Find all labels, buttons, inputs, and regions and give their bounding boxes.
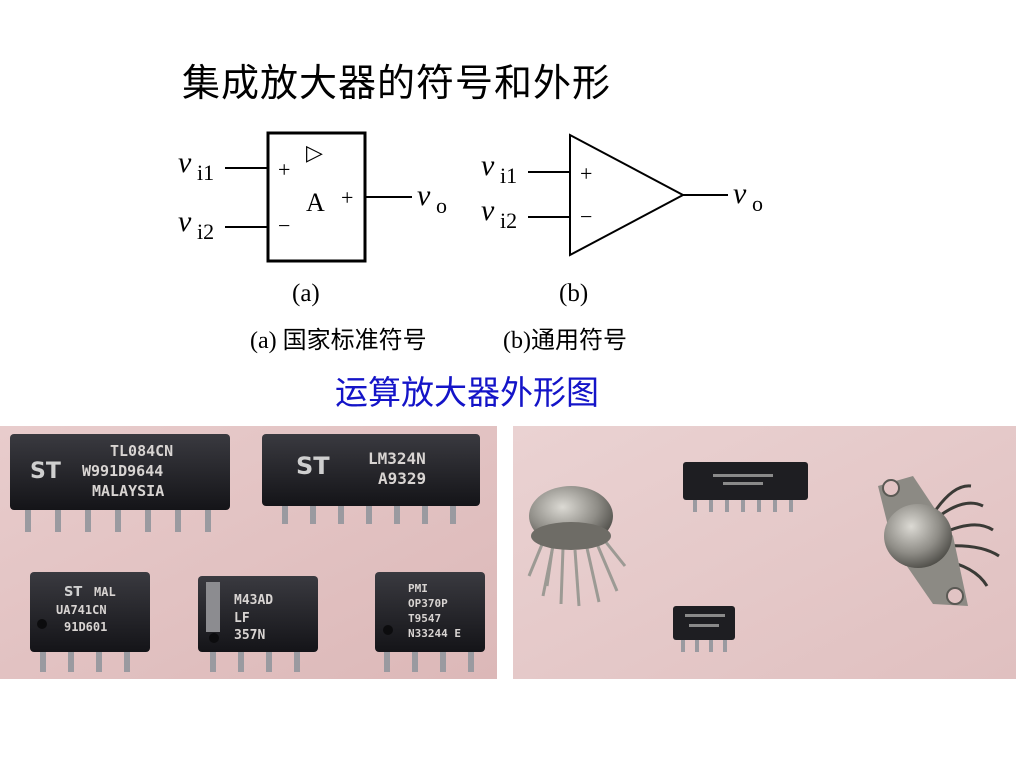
svg-text:PMI: PMI [408, 582, 428, 595]
symbol-b-output-sub: o [752, 191, 763, 216]
svg-text:MAL: MAL [94, 585, 116, 599]
photo-opamp-packages [513, 426, 1016, 679]
symbol-b: v i1 v i2 + − v o [481, 133, 763, 257]
photo-dip-chips: ST TL084CN W991D9644 MALAYSIA ST LM324N … [0, 426, 497, 679]
symbol-a-input2-sub: i2 [197, 219, 214, 244]
slide-subtitle: 运算放大器外形图 [335, 373, 599, 412]
svg-text:UA741CN: UA741CN [56, 603, 107, 617]
symbol-b-triangle [569, 133, 686, 257]
chip-lm324n: ST LM324N A9329 [262, 434, 480, 524]
symbol-b-input2-sub: i2 [500, 208, 517, 233]
small-dip14-package [683, 462, 808, 512]
svg-text:ST: ST [64, 585, 82, 600]
symbol-b-minus: − [580, 204, 592, 229]
caption-a: (a) 国家标准符号 [250, 328, 427, 354]
svg-text:ST: ST [296, 452, 330, 480]
chip-op370p: PMI OP370P T9547 N33244 E [375, 572, 485, 672]
symbol-a-output-sub: o [436, 193, 447, 218]
slide-title: 集成放大器的符号和外形 [182, 61, 612, 105]
svg-text:M43AD: M43AD [234, 593, 273, 608]
symbol-b-output-v: v [733, 177, 747, 210]
symbol-a-output-v: v [417, 179, 431, 212]
symbol-a-out-plus: + [341, 185, 353, 210]
symbol-a: v i1 v i2 + − ▷ A + v o [178, 131, 447, 263]
svg-text:91D601: 91D601 [64, 620, 107, 634]
svg-text:LM324N: LM324N [368, 449, 426, 468]
symbol-b-input1-v: v [481, 149, 495, 182]
symbol-a-input2-v: v [178, 205, 192, 238]
metal-can-package [527, 486, 627, 607]
symbol-a-label: (a) [292, 280, 320, 307]
symbol-a-input1-v: v [178, 146, 192, 179]
svg-text:OP370P: OP370P [408, 597, 448, 610]
svg-text:357N: 357N [234, 628, 265, 643]
opamp-symbols-diagram: v i1 v i2 + − ▷ A + v o v i1 v i2 + − v … [178, 131, 763, 263]
svg-text:ST: ST [30, 459, 61, 484]
symbol-b-plus: + [580, 161, 592, 186]
chip-ua741cn: ST MAL UA741CN 91D601 [30, 572, 150, 672]
svg-text:A9329: A9329 [378, 469, 426, 488]
symbol-b-label: (b) [559, 280, 589, 307]
symbol-b-input2-v: v [481, 194, 495, 227]
chip-lf357n: M43AD LF 357N [198, 576, 318, 672]
symbol-a-minus: − [278, 213, 290, 238]
svg-text:LF: LF [234, 611, 250, 626]
svg-text:N33244 E: N33244 E [408, 627, 461, 640]
svg-text:TL084CN: TL084CN [110, 442, 173, 460]
flange-can-package [878, 476, 1000, 606]
svg-text:W991D9644: W991D9644 [82, 462, 163, 480]
triangle-icon: ▷ [306, 141, 323, 166]
svg-text:MALAYSIA: MALAYSIA [92, 482, 164, 500]
svg-text:T9547: T9547 [408, 612, 441, 625]
symbol-b-input1-sub: i1 [500, 163, 517, 188]
caption-b: (b)通用符号 [503, 328, 627, 354]
symbol-a-gain: A [306, 188, 325, 217]
chip-tl084cn: ST TL084CN W991D9644 MALAYSIA [10, 434, 230, 532]
symbol-a-input1-sub: i1 [197, 160, 214, 185]
small-dip8-package [673, 606, 735, 652]
symbol-a-plus: + [278, 157, 290, 182]
